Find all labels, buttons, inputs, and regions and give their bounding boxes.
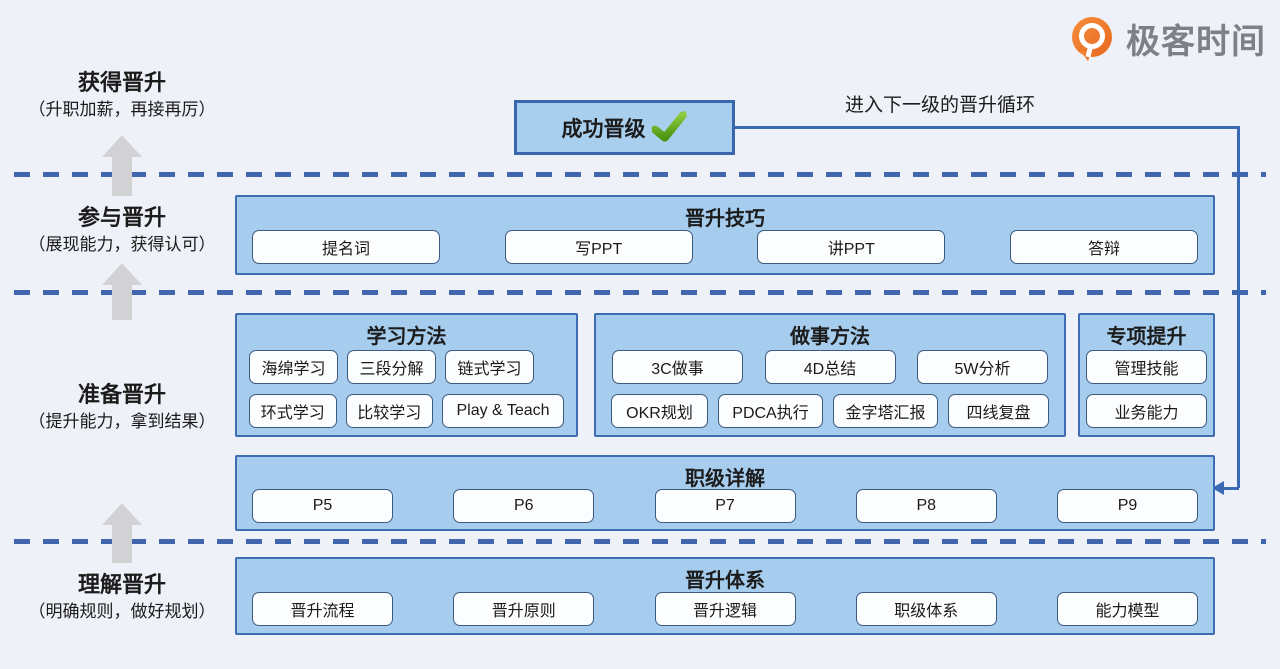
special-item: 管理技能 <box>1086 350 1207 384</box>
system-item: 能力模型 <box>1057 592 1198 626</box>
section-promotion-system: 晋升体系 晋升流程 晋升原则 晋升逻辑 职级体系 能力模型 <box>235 557 1215 635</box>
geektime-logo-icon <box>1068 15 1116 63</box>
dashed-separator-1 <box>14 172 1266 177</box>
stage-participate-promotion: 参与晋升 （展现能力，获得认可） <box>0 205 244 257</box>
skill-item: 答辩 <box>1009 230 1198 264</box>
check-icon <box>650 110 689 148</box>
learning-item: 环式学习 <box>249 394 337 428</box>
section-learning-methods: 学习方法 海绵学习 三段分解 链式学习 环式学习 比较学习 Play & Tea… <box>235 313 578 437</box>
doing-item: 四线复盘 <box>948 394 1049 428</box>
doing-item: 金字塔汇报 <box>833 394 938 428</box>
skill-item: 提名词 <box>252 230 440 264</box>
logo: 极客时间 <box>1068 14 1266 63</box>
level-item: P9 <box>1057 489 1198 523</box>
up-arrow-head <box>102 503 142 525</box>
section-title: 晋升技巧 <box>685 208 765 230</box>
stage-subtitle: （提升能力，拿到结果） <box>28 412 216 431</box>
dashed-separator-3 <box>14 539 1266 544</box>
loop-line-top <box>735 126 1240 129</box>
dashed-separator-2 <box>14 290 1266 295</box>
loop-line-right <box>1237 126 1240 488</box>
up-arrow-shaft <box>112 157 132 196</box>
logo-text: 极客时间 <box>1126 23 1266 61</box>
success-label: 成功晋级 <box>561 117 646 141</box>
level-item: P7 <box>654 489 796 523</box>
stage-subtitle: （明确规则，做好规划） <box>28 602 216 621</box>
learning-item: 三段分解 <box>347 350 436 384</box>
up-arrow-shaft <box>112 285 132 320</box>
section-doing-methods: 做事方法 3C做事 4D总结 5W分析 OKR规划 PDCA执行 金字塔汇报 四… <box>594 313 1066 437</box>
loop-label: 进入下一级的晋升循环 <box>845 95 1036 116</box>
skill-item: 讲PPT <box>757 230 946 264</box>
section-promotion-skills: 晋升技巧 提名词 写PPT 讲PPT 答辩 <box>235 195 1215 275</box>
loop-line-bottom <box>1223 487 1239 490</box>
level-item: P5 <box>252 489 393 523</box>
loop-arrowhead-icon <box>1212 481 1224 495</box>
stage-title: 获得晋升 <box>77 70 166 95</box>
stage-prepare-promotion: 准备晋升 （提升能力，拿到结果） <box>0 382 244 434</box>
doing-item: OKR规划 <box>611 394 708 428</box>
learning-item: Play & Teach <box>442 394 564 428</box>
level-item: P8 <box>855 489 997 523</box>
learning-item: 比较学习 <box>345 394 434 428</box>
special-item: 业务能力 <box>1086 394 1207 428</box>
up-arrow-head <box>102 135 142 157</box>
stage-title: 准备晋升 <box>77 382 166 407</box>
up-arrow-head <box>102 263 142 285</box>
doing-item: 4D总结 <box>764 350 896 384</box>
stage-title: 参与晋升 <box>77 205 166 230</box>
section-title: 专项提升 <box>1106 326 1187 348</box>
system-item: 晋升流程 <box>252 592 393 626</box>
success-promotion-box: 成功晋级 <box>514 100 735 155</box>
system-item: 职级体系 <box>855 592 997 626</box>
level-item: P6 <box>453 489 595 523</box>
section-title: 晋升体系 <box>685 570 765 592</box>
stage-subtitle: （展现能力，获得认可） <box>28 235 216 254</box>
learning-item: 海绵学习 <box>249 350 338 384</box>
section-special-improvement: 专项提升 管理技能 业务能力 <box>1078 313 1215 437</box>
up-arrow-icon <box>102 503 142 563</box>
up-arrow-icon <box>102 135 142 196</box>
skill-item: 写PPT <box>504 230 693 264</box>
doing-item: PDCA执行 <box>718 394 823 428</box>
section-title: 学习方法 <box>366 326 447 348</box>
doing-item: 3C做事 <box>612 350 743 384</box>
learning-item: 链式学习 <box>445 350 534 384</box>
stage-title: 理解晋升 <box>77 572 166 597</box>
system-item: 晋升逻辑 <box>654 592 796 626</box>
stage-understand-promotion: 理解晋升 （明确规则，做好规划） <box>0 572 244 624</box>
up-arrow-shaft <box>112 525 132 563</box>
doing-item: 5W分析 <box>917 350 1048 384</box>
section-job-levels: 职级详解 P5 P6 P7 P8 P9 <box>235 455 1215 531</box>
up-arrow-icon <box>102 263 142 320</box>
system-item: 晋升原则 <box>453 592 595 626</box>
section-title: 职级详解 <box>685 468 765 490</box>
section-title: 做事方法 <box>790 326 870 348</box>
stage-subtitle: （升职加薪，再接再厉） <box>28 100 216 119</box>
stage-obtain-promotion: 获得晋升 （升职加薪，再接再厉） <box>0 70 244 122</box>
